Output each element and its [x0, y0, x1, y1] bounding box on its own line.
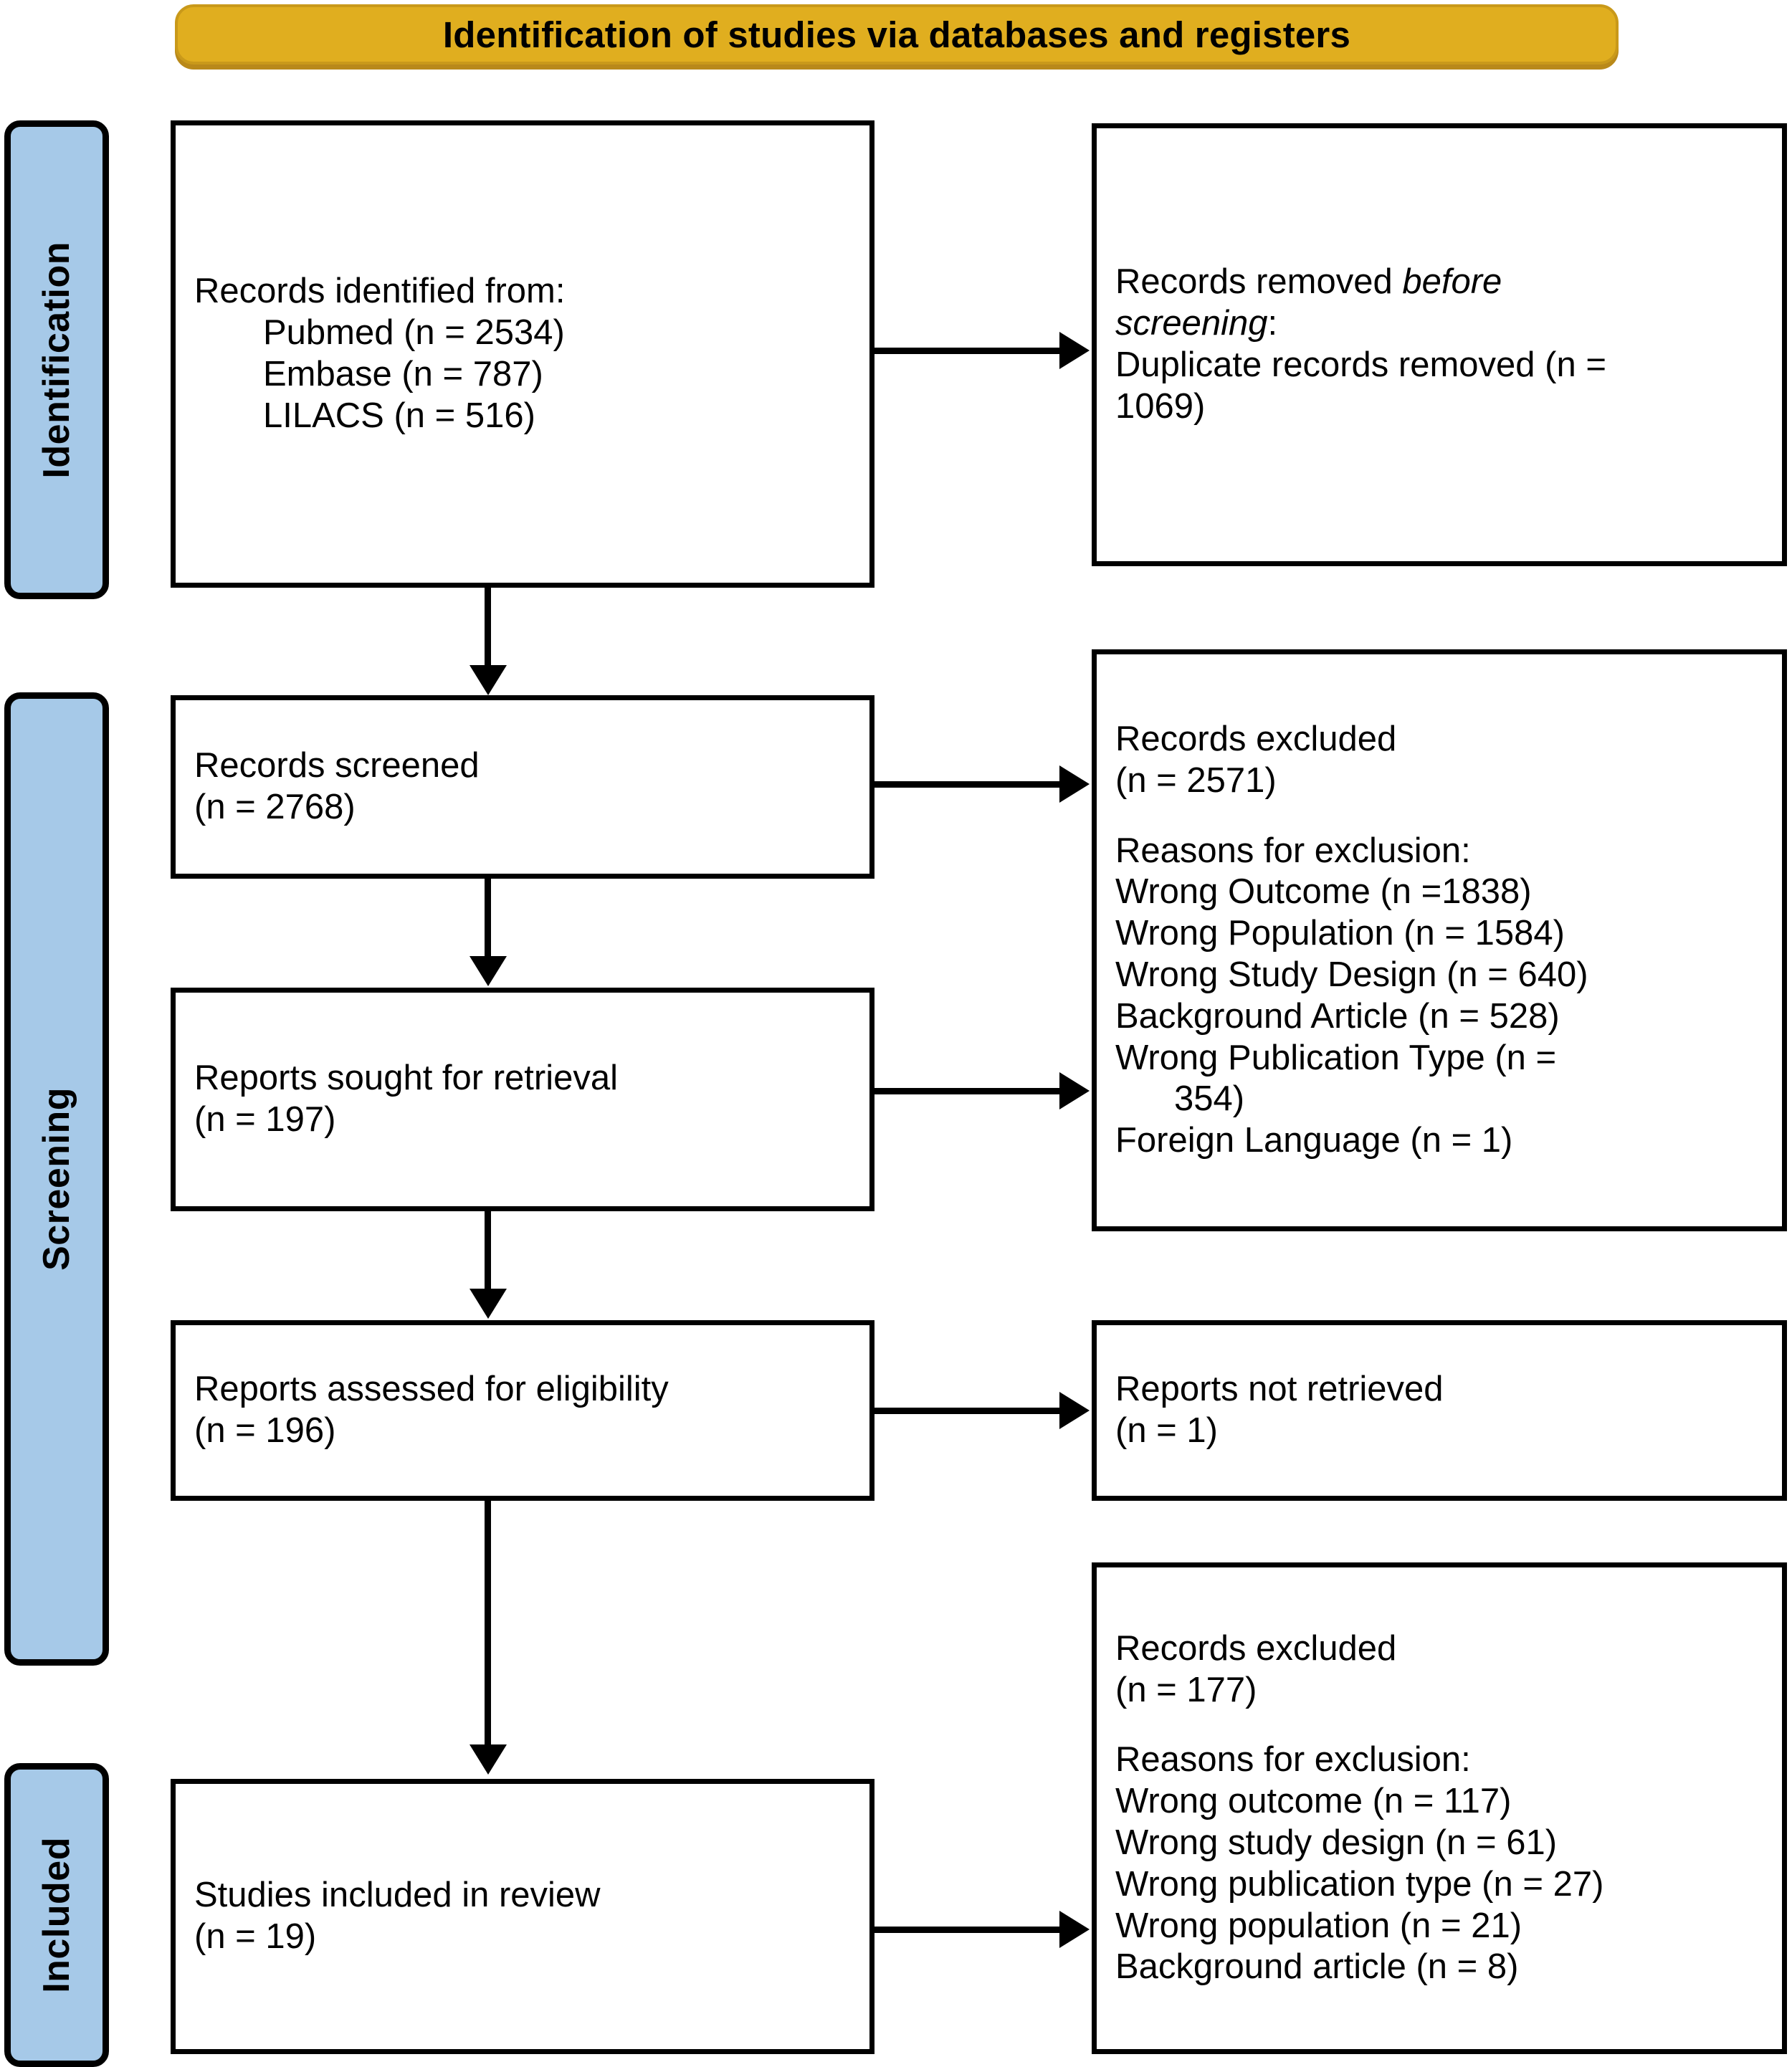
records-removed-colon: :: [1267, 304, 1278, 343]
records-excluded-eligibility-count: (n = 177): [1115, 1670, 1257, 1709]
reports-assessed-count: (n = 196): [194, 1411, 336, 1450]
box-reports-sought[interactable]: Reports sought for retrieval (n = 197): [171, 988, 874, 1211]
reason-wrong-study-design: Wrong Study Design (n = 640): [1115, 955, 1588, 994]
reason-background-article: Background Article (n = 528): [1115, 996, 1560, 1036]
diagram-title-text: Identification of studies via databases …: [442, 14, 1351, 55]
diagram-title-banner: Identification of studies via databases …: [175, 4, 1619, 65]
connector-identified-to-screened-arrowhead: [470, 665, 507, 695]
reason2-wrong-study-design: Wrong study design (n = 61): [1115, 1823, 1558, 1862]
box-records-excluded-screening[interactable]: Records excluded (n = 2571) Reasons for …: [1092, 649, 1787, 1231]
phase-tab-identification[interactable]: Identification: [4, 120, 109, 599]
reason2-background-article: Background article (n = 8): [1115, 1947, 1519, 1987]
records-excluded-screening-spacer: [1115, 802, 1763, 831]
studies-included-label: Studies included in review: [194, 1876, 601, 1915]
box-records-excluded-screening-content: Records excluded (n = 2571) Reasons for …: [1097, 719, 1782, 1162]
records-removed-line-1: Records removed before: [1115, 262, 1763, 303]
reason-foreign-language: Foreign Language (n = 1): [1115, 1121, 1513, 1160]
connector-identified-to-removed-line: [874, 348, 1059, 354]
connector-assessed-to-not-retrieved-arrowhead: [1059, 1392, 1090, 1429]
records-removed-line-4: 1069): [1115, 386, 1206, 426]
connector-assessed-to-included-line: [485, 1501, 491, 1747]
connector-identified-to-removed-arrowhead: [1059, 332, 1090, 369]
connector-sought-to-excluded-arrowhead: [1059, 1072, 1090, 1109]
reports-assessed-label: Reports assessed for eligibility: [194, 1370, 669, 1409]
box-reports-not-retrieved[interactable]: Reports not retrieved (n = 1): [1092, 1320, 1787, 1501]
studies-included-count: (n = 19): [194, 1917, 317, 1956]
reports-sought-count: (n = 197): [194, 1100, 336, 1139]
connector-assessed-to-not-retrieved-line: [874, 1408, 1059, 1414]
box-studies-included-content: Studies included in review (n = 19): [176, 1875, 869, 1958]
records-identified-source-embase: Embase (n = 787): [263, 355, 543, 393]
reason-wrong-publication-type: Wrong Publication Type (n =: [1115, 1038, 1557, 1077]
phase-tab-screening[interactable]: Screening: [4, 692, 109, 1666]
reason-wrong-publication-type-cont: 354): [1174, 1079, 1245, 1119]
box-records-identified-content: Records identified from: Pubmed (n = 253…: [176, 271, 869, 436]
connector-sought-to-assessed-arrowhead: [470, 1289, 507, 1319]
records-excluded-screening-reasons-heading: Reasons for exclusion:: [1115, 831, 1471, 870]
connector-sought-to-assessed-line: [485, 1211, 491, 1292]
box-reports-assessed-content: Reports assessed for eligibility (n = 19…: [176, 1369, 869, 1452]
records-excluded-screening-label: Records excluded: [1115, 719, 1397, 758]
box-reports-not-retrieved-content: Reports not retrieved (n = 1): [1097, 1369, 1782, 1452]
connector-screened-to-excluded-arrowhead: [1059, 765, 1090, 803]
connector-assessed-to-included-arrowhead: [470, 1744, 507, 1775]
reports-not-retrieved-count: (n = 1): [1115, 1411, 1218, 1450]
records-removed-line-2: screening:: [1115, 303, 1763, 345]
phase-tab-included[interactable]: Included: [4, 1763, 109, 2067]
box-records-screened[interactable]: Records screened (n = 2768): [171, 695, 874, 879]
reports-sought-label: Reports sought for retrieval: [194, 1059, 618, 1098]
records-screened-label: Records screened: [194, 746, 480, 786]
records-removed-line-3: Duplicate records removed (n =: [1115, 345, 1606, 384]
phase-tab-identification-label: Identification: [36, 241, 77, 479]
connector-included-to-excluded-line: [874, 1927, 1059, 1933]
records-screened-count: (n = 2768): [194, 788, 356, 826]
records-identified-source-pubmed: Pubmed (n = 2534): [263, 313, 565, 353]
box-records-excluded-eligibility[interactable]: Records excluded (n = 177) Reasons for e…: [1092, 1562, 1787, 2054]
connector-identified-to-screened-line: [485, 588, 491, 668]
connector-screened-to-sought-line: [485, 879, 491, 959]
box-records-identified[interactable]: Records identified from: Pubmed (n = 253…: [171, 120, 874, 588]
reason2-wrong-publication-type: Wrong publication type (n = 27): [1115, 1864, 1604, 1904]
phase-tab-screening-label: Screening: [36, 1087, 77, 1271]
records-excluded-eligibility-label: Records excluded: [1115, 1628, 1397, 1668]
box-reports-sought-content: Reports sought for retrieval (n = 197): [176, 1058, 869, 1141]
reason2-wrong-outcome: Wrong outcome (n = 117): [1115, 1782, 1512, 1821]
connector-included-to-excluded-arrowhead: [1059, 1911, 1090, 1948]
records-removed-prefix: Records removed: [1115, 262, 1403, 302]
box-records-removed-before-screening[interactable]: Records removed before screening: Duplic…: [1092, 123, 1787, 566]
connector-sought-to-excluded-line: [874, 1088, 1059, 1094]
connector-screened-to-sought-arrowhead: [470, 956, 507, 986]
records-removed-italic-screening: screening: [1115, 304, 1268, 343]
records-excluded-eligibility-reasons-heading: Reasons for exclusion:: [1115, 1740, 1471, 1780]
records-identified-source-lilacs: LILACS (n = 516): [263, 396, 535, 435]
reports-not-retrieved-label: Reports not retrieved: [1115, 1370, 1444, 1409]
connector-screened-to-excluded-line: [874, 781, 1059, 788]
reason-wrong-population: Wrong Population (n = 1584): [1115, 914, 1565, 953]
box-records-excluded-eligibility-content: Records excluded (n = 177) Reasons for e…: [1097, 1628, 1782, 1989]
records-excluded-screening-count: (n = 2571): [1115, 760, 1277, 800]
box-records-removed-content: Records removed before screening: Duplic…: [1097, 262, 1782, 427]
box-reports-assessed[interactable]: Reports assessed for eligibility (n = 19…: [171, 1320, 874, 1501]
reason-wrong-outcome: Wrong Outcome (n =1838): [1115, 872, 1532, 912]
records-identified-heading: Records identified from:: [194, 272, 566, 311]
box-studies-included[interactable]: Studies included in review (n = 19): [171, 1779, 874, 2054]
phase-tab-included-label: Included: [36, 1837, 77, 1993]
reason2-wrong-population: Wrong population (n = 21): [1115, 1906, 1522, 1945]
records-excluded-eligibility-spacer: [1115, 1711, 1763, 1739]
records-removed-italic-before: before: [1402, 262, 1502, 302]
box-records-screened-content: Records screened (n = 2768): [176, 745, 869, 829]
